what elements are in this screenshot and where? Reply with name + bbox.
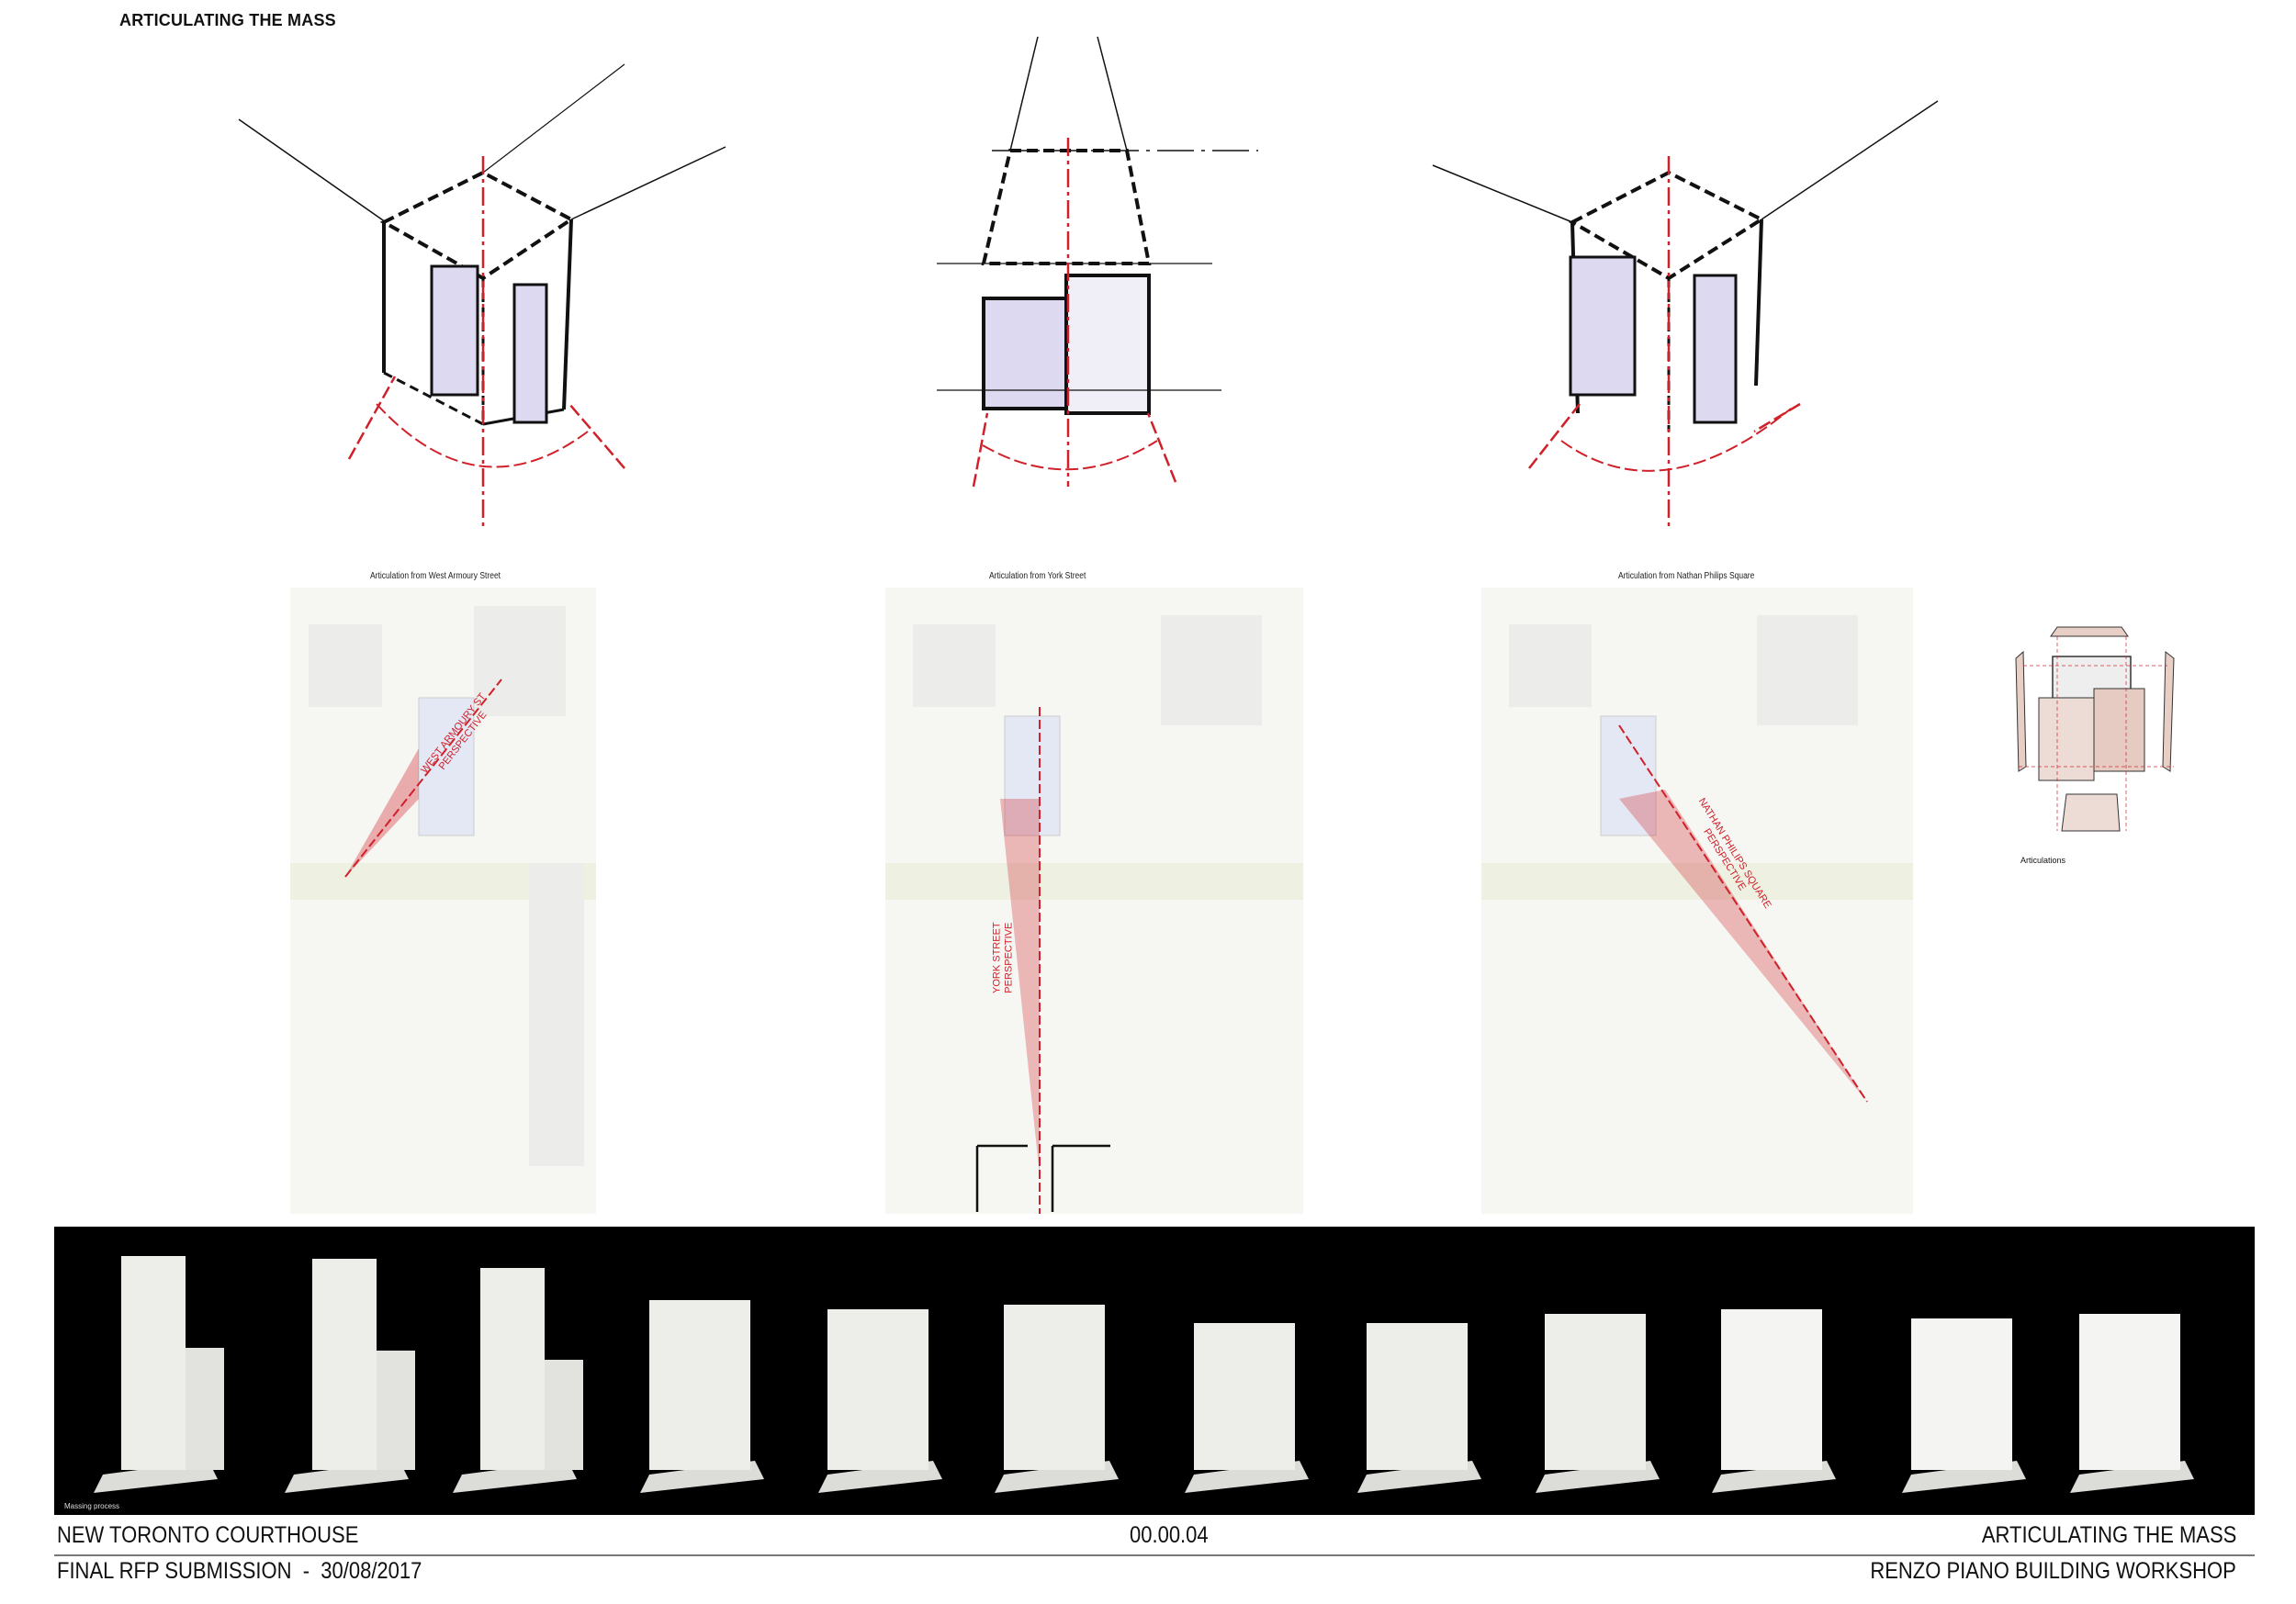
massing-model: [818, 1309, 942, 1493]
massing-model: [1357, 1323, 1481, 1493]
massing-model: [1185, 1323, 1309, 1493]
street-label-perspective: PERSPECTIVE: [1003, 922, 1015, 993]
massing-model: [453, 1268, 583, 1493]
massing-model: [1536, 1314, 1660, 1493]
massing-model: [285, 1259, 415, 1493]
sheet-title: ARTICULATING THE MASS: [1981, 1522, 2236, 1548]
caption-york: Articulation from York Street: [989, 571, 1086, 581]
massing-model: [2070, 1314, 2194, 1493]
street-label: YORK STREET: [991, 922, 1003, 993]
page-title: ARTICULATING THE MASS: [119, 11, 336, 29]
caption-nathan-philips: Articulation from Nathan Philips Square: [1618, 571, 1755, 581]
submission-info: FINAL RFP SUBMISSION - 30/08/2017: [57, 1558, 422, 1584]
caption-west-armoury: Articulation from West Armoury Street: [370, 571, 501, 581]
sketch-nathan-philips: [1432, 100, 1939, 528]
massing-model: [995, 1305, 1119, 1493]
project-name: NEW TORONTO COURTHOUSE: [57, 1522, 359, 1548]
site-plan-york: YORK STREET PERSPECTIVE: [885, 588, 1303, 1214]
sheet-number: 00.00.04: [1130, 1522, 1209, 1548]
perspective-sketches: [238, 36, 1939, 528]
site-plan-nathan-philips: NATHAN PHILIPS SQUARE PERSPECTIVE: [1481, 588, 1913, 1214]
massing-model: [94, 1256, 224, 1493]
massing-model: [1712, 1309, 1836, 1493]
articulations-diagram: [2015, 626, 2175, 832]
massing-models-strip: [54, 1227, 2255, 1515]
footer-divider: [54, 1554, 2255, 1556]
articulations-label: Articulations: [2020, 856, 2066, 865]
massing-model: [640, 1300, 764, 1493]
sketch-york-street: [937, 36, 1258, 488]
sketch-west-armoury: [238, 63, 726, 528]
firm-name: RENZO PIANO BUILDING WORKSHOP: [1870, 1558, 2236, 1584]
massing-process-label: Massing process: [64, 1502, 120, 1510]
site-plan-west-armoury: WEST ARMOURY ST PERSPECTIVE: [290, 588, 596, 1214]
massing-model: [1902, 1318, 2026, 1493]
